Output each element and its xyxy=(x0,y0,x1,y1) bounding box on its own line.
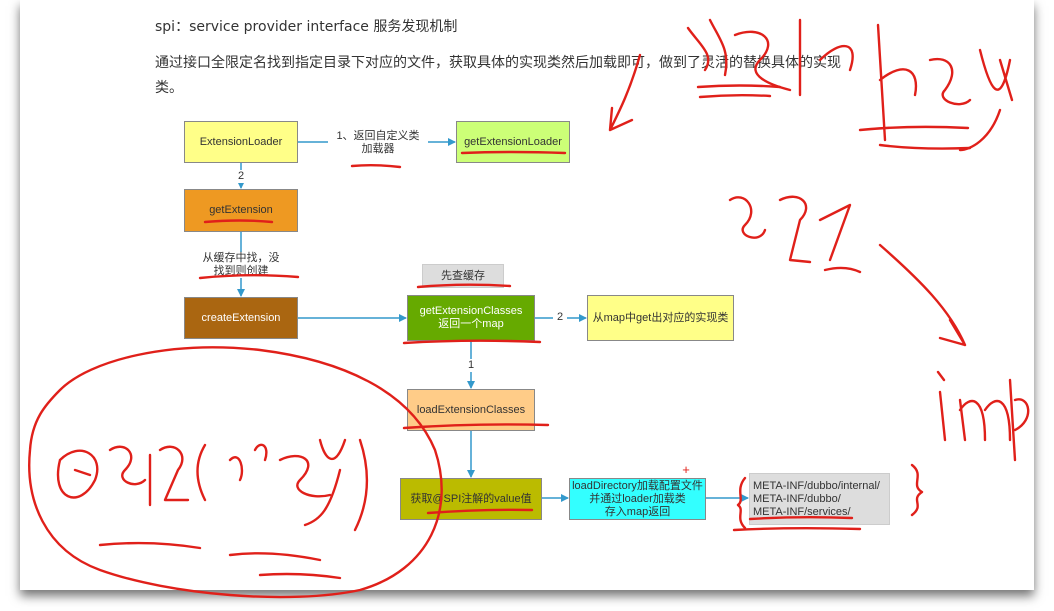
node-extension-loader: ExtensionLoader xyxy=(184,121,298,163)
scribble-spi-mid xyxy=(728,195,862,274)
node-get-extension-classes: getExtensionClasses 返回一个map xyxy=(407,295,535,341)
node-create-extension: createExtension xyxy=(184,297,298,339)
edge-label-cache-line2: 找到则创建 xyxy=(213,265,269,277)
node-from-map: 从map中get出对应的实现类 xyxy=(587,295,734,341)
node-load-directory-line2: 并通过loader加载类 xyxy=(589,492,686,505)
scribble-circle-content xyxy=(56,438,369,532)
dir-internal: META-INF/dubbo/internal/ xyxy=(753,479,880,492)
scribble-key xyxy=(876,23,1012,152)
underline-getloader xyxy=(460,150,567,155)
scribble-spi-top xyxy=(686,18,854,97)
dir-services: META-INF/services/ xyxy=(753,505,851,518)
scribble-imp xyxy=(936,370,1030,462)
plus-mark: + xyxy=(682,462,690,477)
node-get-extension-classes-line2: 返回一个map xyxy=(438,318,504,330)
node-get-extension-loader: getExtensionLoader xyxy=(456,121,570,163)
edge-label-cache: 从缓存中找，没 找到则创建 xyxy=(194,252,288,278)
scribble-right-arrow xyxy=(878,243,967,347)
underline-loadclasses xyxy=(402,423,550,430)
scribble-big-circle xyxy=(28,346,443,599)
underline-paragraph xyxy=(696,84,782,89)
paragraph-line-2: 类。 xyxy=(155,80,183,96)
dir-dubbo: META-INF/dubbo/ xyxy=(753,492,841,505)
underline-getclasses xyxy=(402,339,542,345)
edge-label-load-1: 1 xyxy=(464,359,478,372)
node-load-directory: loadDirectory加载配置文件 并通过loader加载类 存入map返回 xyxy=(569,478,706,520)
underline-services xyxy=(748,516,854,521)
edge-label-2: 2 xyxy=(234,170,248,183)
underline-edge1 xyxy=(350,164,402,169)
underline-spivalue xyxy=(426,508,534,515)
edge-label-return-loader-line1: 1、返回自定义类 xyxy=(336,130,420,142)
edge-label-map-2: 2 xyxy=(553,311,567,324)
underline-cache xyxy=(198,274,300,280)
underline-services-2 xyxy=(732,527,862,532)
edge-label-return-loader: 1、返回自定义类 加载器 xyxy=(328,130,428,156)
scribble-right-brace xyxy=(910,463,924,517)
scribble-circle-lines xyxy=(98,541,342,580)
scribble-dir-brace xyxy=(736,476,747,530)
underline-getextension xyxy=(203,219,274,224)
paragraph-line-1: 通过接口全限定名找到指定目录下对应的文件，获取具体的实现类然后加载即可，做到了灵… xyxy=(155,55,841,71)
node-directories: META-INF/dubbo/internal/ META-INF/dubbo/… xyxy=(749,473,890,525)
underline-check-cache xyxy=(416,283,512,289)
scribble-top-arrow xyxy=(608,53,642,132)
edge-label-return-loader-line2: 加载器 xyxy=(361,143,395,155)
edge-label-cache-line1: 从缓存中找，没 xyxy=(202,252,280,264)
node-load-directory-line3: 存入map返回 xyxy=(604,505,671,518)
node-get-extension-classes-line1: getExtensionClasses xyxy=(419,305,523,317)
scribble-right-lines xyxy=(858,58,1014,150)
page-heading: spi：service provider interface 服务发现机制 xyxy=(155,19,458,35)
node-get-extension: getExtension xyxy=(184,189,298,232)
node-load-directory-line1: loadDirectory加载配置文件 xyxy=(572,479,703,492)
underline-paragraph-2 xyxy=(698,94,772,99)
